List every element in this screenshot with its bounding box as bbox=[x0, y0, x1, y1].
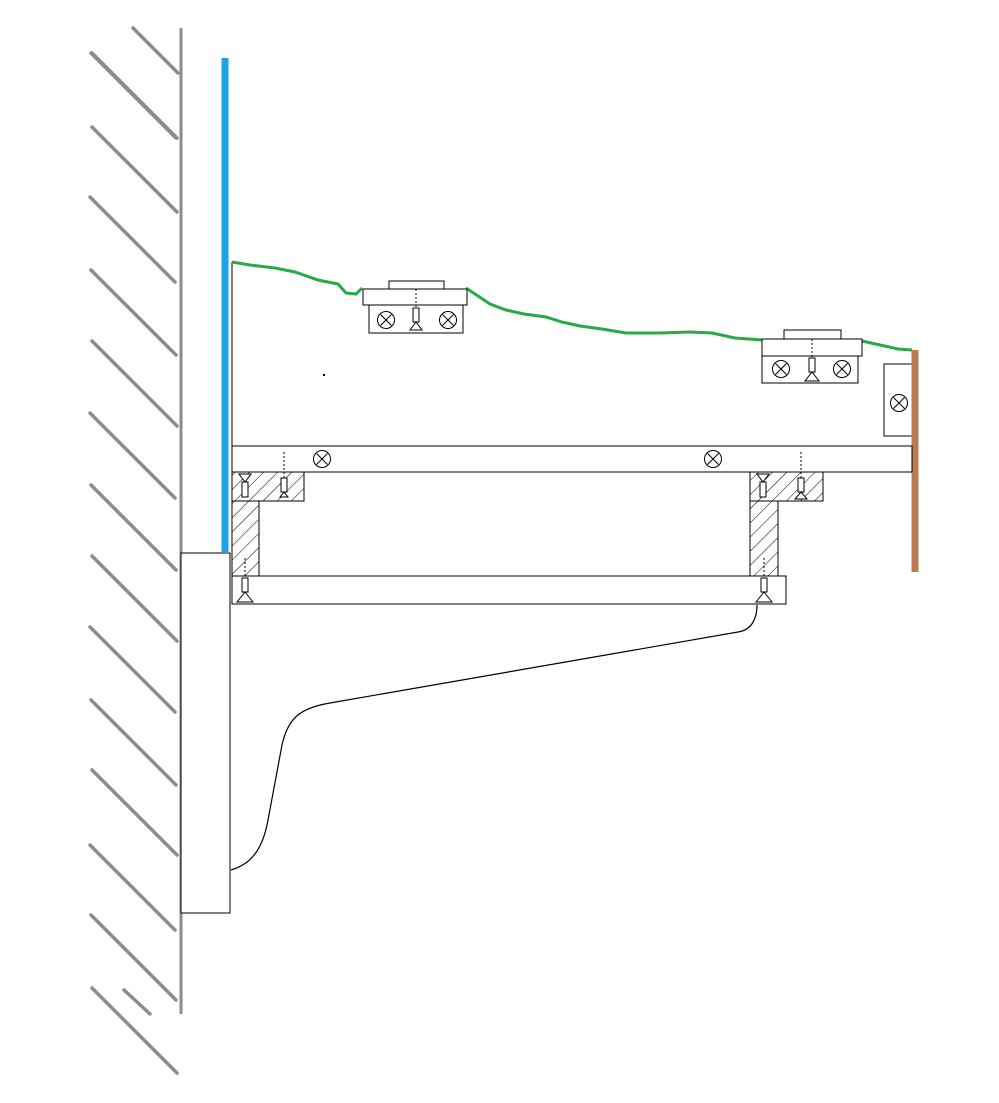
upper-holder-bracket-left bbox=[362, 280, 468, 334]
lower-support-rail bbox=[231, 575, 787, 605]
circled-x-icon bbox=[313, 450, 331, 468]
upper-holder-bracket-right bbox=[761, 329, 863, 384]
wall-hatch-stroke bbox=[89, 698, 178, 787]
wall-hatch-stroke bbox=[90, 768, 179, 857]
wall-hatch-stroke bbox=[89, 268, 178, 357]
soil-surface-line bbox=[231, 260, 913, 352]
hatched-post-right bbox=[749, 500, 779, 577]
wall-hatch-stroke bbox=[89, 913, 178, 1002]
drawing-dot bbox=[323, 374, 325, 376]
screw-icon bbox=[754, 558, 774, 603]
wall-hatch-stroke bbox=[88, 411, 177, 500]
wall-hatch-stroke bbox=[90, 554, 179, 643]
wall-hatch-stroke bbox=[88, 195, 177, 284]
circled-x-icon bbox=[704, 450, 722, 468]
wall-hatch-stroke bbox=[88, 625, 177, 714]
circled-x-icon bbox=[890, 394, 908, 412]
wall-hatch-stroke bbox=[90, 125, 179, 214]
hatched-post-left bbox=[231, 500, 260, 577]
wall-hatch-stroke bbox=[90, 51, 179, 140]
wall-mounting-plate bbox=[180, 552, 231, 914]
wall-hatch-stroke bbox=[89, 483, 178, 572]
wall-hatch-stroke bbox=[122, 988, 152, 1016]
wall-hatch-stroke bbox=[88, 843, 177, 932]
curved-console-bracket bbox=[230, 604, 758, 871]
wall-hatch-stroke bbox=[90, 986, 179, 1075]
wall-hatch-stroke bbox=[90, 339, 179, 428]
wall-hatch-stroke bbox=[131, 26, 180, 75]
screw-icon bbox=[235, 558, 255, 603]
main-support-beam bbox=[231, 445, 913, 473]
screw-icon bbox=[238, 452, 290, 498]
screw-icon bbox=[756, 452, 809, 500]
wall-hatching bbox=[88, 26, 180, 1075]
